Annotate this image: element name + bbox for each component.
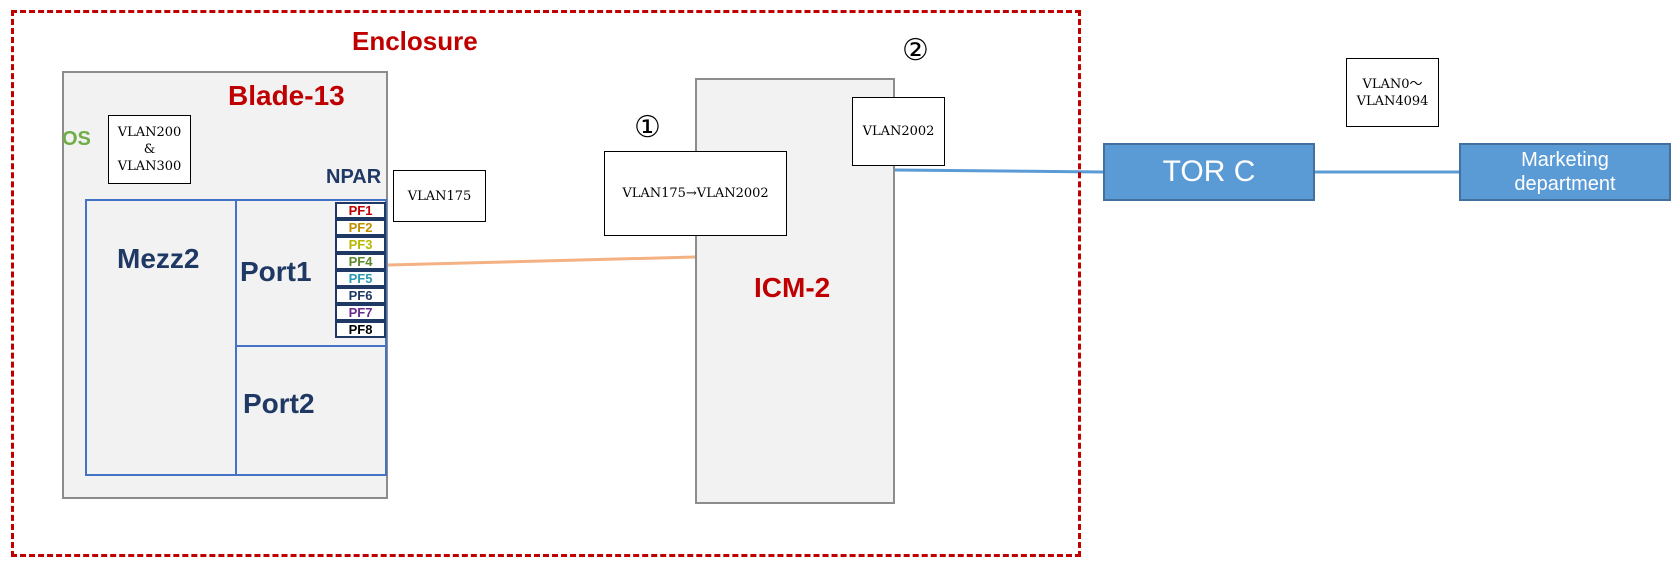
os-vlan-box: VLAN200 & VLAN300 [108,115,191,184]
pf-label: PF2 [335,219,386,236]
icm-uplink-vlan-text: VLAN2002 [862,124,935,139]
marketing-line: Marketing [1521,149,1609,171]
marketing-department: Marketing department [1459,143,1671,201]
pf-label: PF8 [335,321,386,338]
blade-label: Blade-13 [228,80,345,111]
icm-label: ICM-2 [754,272,831,303]
vlan-translation-text: VLAN175→VLAN2002 [622,186,769,201]
mezz-divider [235,199,237,476]
pf-label: PF3 [335,236,386,253]
vlan-translation-box: VLAN175→VLAN2002 [604,151,787,236]
blade-to-icm-link [387,255,696,267]
tor-vlan-line: VLAN4094 [1356,93,1429,109]
enclosure-label: Enclosure [352,26,478,56]
npar-label: NPAR [326,166,382,188]
tor-switch: TOR C [1103,143,1315,201]
pf-label: PF4 [335,253,386,270]
pf-label: PF6 [335,287,386,304]
marketing-line: department [1514,173,1616,195]
pf-label: PF5 [335,270,386,287]
os-vlan-line: VLAN200 [117,125,182,140]
pf-label: PF1 [335,202,386,219]
marker-two: ② [902,33,929,68]
icm-to-tor-link [894,168,1104,174]
os-vlan-line: VLAN300 [117,159,182,174]
marker-one: ① [634,110,661,145]
tor-label: TOR C [1162,155,1256,188]
port2-label: Port2 [243,388,315,419]
port-divider [236,345,387,347]
mezz-label: Mezz2 [117,243,200,274]
npar-vlan-box: VLAN175 [393,170,486,222]
enclosure-boundary [11,10,1081,557]
port1-label: Port1 [240,256,312,287]
os-label: OS [62,128,91,150]
tor-vlan-box: VLAN0～ VLAN4094 [1346,58,1439,127]
pf-label: PF7 [335,304,386,321]
tor-vlan-line: VLAN0～ [1362,76,1423,92]
icm-uplink-vlan-box: VLAN2002 [852,97,945,166]
os-vlan-line: & [143,142,156,157]
npar-vlan-text: VLAN175 [407,188,472,204]
